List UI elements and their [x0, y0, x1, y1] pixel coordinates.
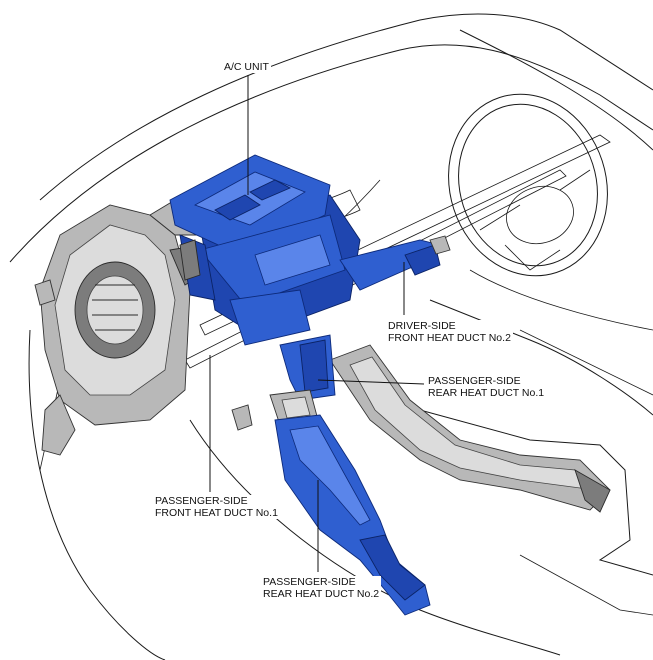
label-line-2: REAR HEAT DUCT No.1: [428, 387, 545, 399]
driver-side-front-heat-duct-2-label: DRIVER-SIDE FRONT HEAT DUCT No.2: [386, 320, 513, 344]
label-line-1: PASSENGER-SIDE: [155, 495, 248, 507]
passenger-side-rear-heat-duct-2: [274, 414, 431, 616]
label-line-2: REAR HEAT DUCT No.2: [263, 588, 380, 600]
blower-unit: [34, 199, 211, 456]
label-line-1: PASSENGER-SIDE: [263, 576, 356, 588]
ac-unit-label-text: A/C UNIT: [224, 61, 269, 73]
label-line-2: FRONT HEAT DUCT No.1: [155, 507, 278, 519]
steering-wheel: [448, 93, 608, 277]
passenger-side-rear-heat-duct-2-label: PASSENGER-SIDE REAR HEAT DUCT No.2: [261, 576, 382, 600]
label-line-1: DRIVER-SIDE: [388, 320, 456, 332]
driver-side-front-heat-duct-2: [339, 235, 451, 291]
ac-unit-label: A/C UNIT: [222, 61, 271, 73]
passenger-side-front-heat-duct-1: [231, 334, 336, 431]
passenger-side-rear-heat-duct-1: [329, 344, 611, 513]
passenger-side-front-heat-duct-1-label: PASSENGER-SIDE FRONT HEAT DUCT No.1: [153, 495, 280, 519]
label-line-1: PASSENGER-SIDE: [428, 375, 521, 387]
passenger-side-rear-heat-duct-1-label: PASSENGER-SIDE REAR HEAT DUCT No.1: [426, 375, 547, 399]
leader-lines: [209, 75, 425, 572]
label-line-2: FRONT HEAT DUCT No.2: [388, 332, 511, 344]
ac-unit: [169, 154, 361, 346]
